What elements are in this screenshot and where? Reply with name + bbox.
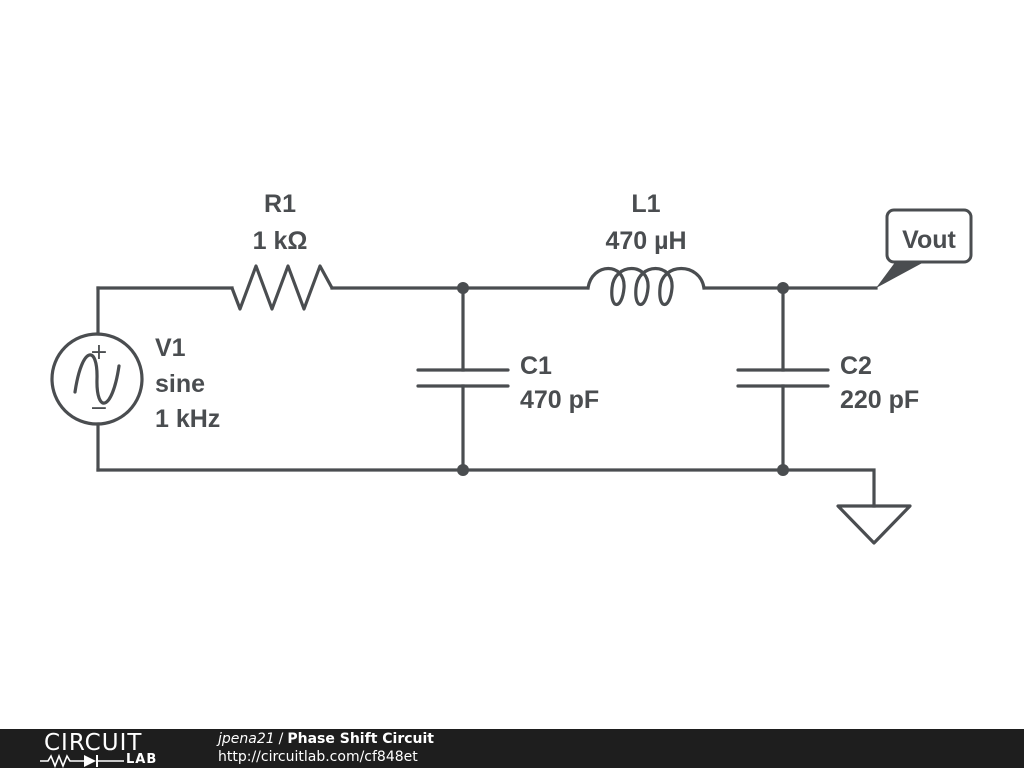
v1-name-label: V1 [155,334,186,362]
wire-bottom-rail [96,468,876,508]
inductor-coil [586,266,706,307]
junction-dot [457,464,469,476]
capacitor-c1[interactable]: C1 470 pF [416,352,599,414]
junction-dot [457,282,469,294]
c1-name-label: C1 [520,352,552,380]
resistor-diode-logo-icon [40,753,124,769]
source-circle [50,332,144,426]
ground-icon [836,504,912,545]
resistor-zigzag [230,264,334,311]
capacitor-c2[interactable]: C2 220 pF [736,352,919,414]
c1-value-label: 470 pF [520,386,599,414]
plus-sign-icon: + [90,340,108,365]
circuit-url-link[interactable]: http://circuitlab.com/cf848et [218,749,418,765]
c2-name-label: C2 [840,352,872,380]
vout-label-text: Vout [902,226,956,254]
resistor-r1[interactable]: R1 1 kΩ [230,190,334,311]
voltage-source-v1[interactable]: + − V1 sine 1 kHz [50,332,220,433]
r1-name-label: R1 [264,190,296,218]
ground-symbol [836,504,912,545]
circuit-credit: jpena21/Phase Shift Circuit http://circu… [218,730,434,766]
sine-wave-icon [73,353,121,405]
v1-type-label: sine [155,370,205,398]
junction-dot [777,464,789,476]
logo-text-lab: LAB [126,752,158,767]
title-separator: / [278,731,284,747]
circuitlab-logo[interactable]: CIRCUIT LAB [40,730,180,769]
l1-name-label: L1 [631,190,660,218]
footer-bar: CIRCUIT LAB jpena21/Phase Shift Circuit … [0,729,1024,769]
logo-text-circuit: CIRCUIT [44,730,143,756]
r1-value-label: 1 kΩ [253,227,308,255]
wires [96,286,878,508]
l1-value-label: 470 µH [605,227,686,255]
circuit-title: Phase Shift Circuit [287,731,434,747]
vout-label-box [885,208,973,264]
v1-value-label: 1 kHz [155,405,220,433]
c2-value-label: 220 pF [840,386,919,414]
vout-node-label[interactable]: Vout [876,208,973,288]
minus-sign-icon: − [90,396,108,421]
author-name[interactable]: jpena21 [218,731,275,747]
schematic-diagram: R1 1 kΩ L1 470 µH + − V1 sine 1 kHz C1 4… [50,190,973,545]
inductor-l1[interactable]: L1 470 µH [586,190,706,307]
junction-dot [777,282,789,294]
vout-pointer [876,261,926,288]
